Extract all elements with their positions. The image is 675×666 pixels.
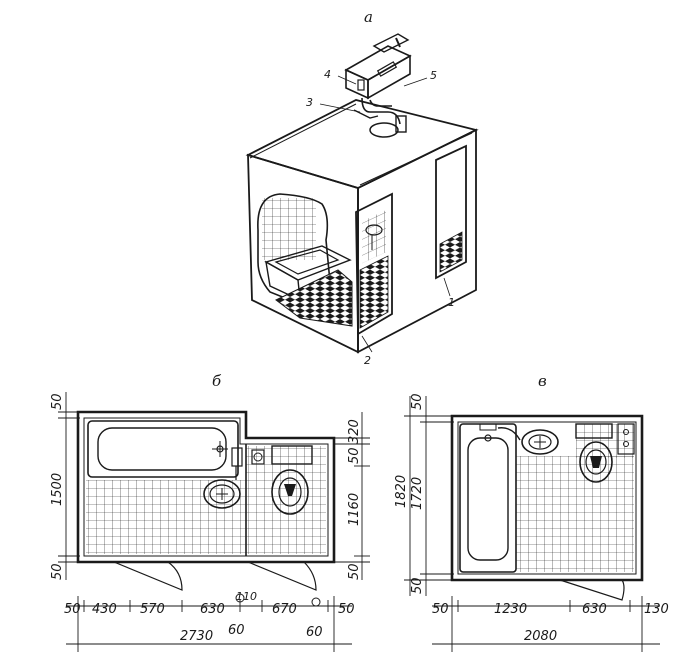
roof-ventilation-unit <box>344 33 412 100</box>
dim-b-small-1: 60 <box>228 623 245 638</box>
dim-v-left-inner-1: 50 <box>410 393 425 410</box>
dim-b-bottom-6: 670 <box>272 602 297 617</box>
dim-v-bottom-3: 630 <box>582 602 607 617</box>
plan-v-washbasin <box>497 427 559 455</box>
plan-b-toilet <box>251 445 313 515</box>
dim-b-left-3: 50 <box>50 563 65 580</box>
dim-b-right-1: 320 <box>347 419 362 444</box>
door-opening-1 <box>435 144 467 280</box>
plan-v-toilet <box>575 423 635 483</box>
plan-v-outline <box>450 414 644 582</box>
panel-b-floor-plan: б <box>50 372 370 652</box>
plan-b-dimensions: 50 430 570 630 110 670 50 60 60 2730 50 … <box>50 392 370 652</box>
dim-b-left-2: 1500 <box>50 473 65 506</box>
plan-v-bathtub <box>459 423 517 573</box>
plan-b-door-2 <box>247 561 317 591</box>
panel-a-isometric-view: а 4 5 3 <box>245 8 479 367</box>
dim-v-bottom-1: 50 <box>432 602 449 617</box>
dim-v-bottom-2: 1230 <box>494 602 527 617</box>
plan-b-bathtub <box>87 420 239 478</box>
plan-b-tiled-floor <box>86 480 326 554</box>
dim-b-bottom-7: 50 <box>338 602 355 617</box>
dim-b-left-1: 50 <box>50 393 65 410</box>
plan-b-door-1 <box>113 561 183 591</box>
dim-b-total: 2730 <box>180 629 213 644</box>
plan-v-tiled-floor <box>516 456 634 572</box>
dim-v-left-inner-3: 50 <box>410 577 425 594</box>
dim-b-bottom-5: 110 <box>236 590 257 603</box>
callout-4: 4 <box>324 68 331 81</box>
dim-v-total: 2080 <box>524 629 557 644</box>
dim-v-left-outer: 1820 <box>394 475 409 508</box>
callout-5: 5 <box>430 69 437 82</box>
dim-b-bottom-1: 50 <box>64 602 81 617</box>
callout-3: 3 <box>306 96 313 109</box>
plan-b-washbasin <box>203 447 243 509</box>
dim-b-small-2: 60 <box>306 625 323 640</box>
panel-v-label: в <box>538 372 547 390</box>
panel-b-label: б <box>212 372 222 390</box>
dim-b-right-4: 50 <box>347 563 362 580</box>
dim-b-bottom-4: 630 <box>200 602 225 617</box>
plan-v-dimensions: 50 1230 630 130 2080 1820 50 1720 50 <box>394 393 669 652</box>
callout-2: 2 <box>364 354 371 367</box>
dim-b-bottom-3: 570 <box>140 602 165 617</box>
dim-b-bottom-2: 430 <box>92 602 117 617</box>
roof-pipes <box>353 97 407 138</box>
dim-b-right-3: 1160 <box>347 493 362 526</box>
cutaway-bath-opening <box>257 193 331 305</box>
door-opening-2 <box>355 192 393 336</box>
panel-v-floor-plan: в <box>394 372 669 652</box>
plan-v-door <box>559 579 625 601</box>
cabin-roof <box>245 99 479 189</box>
dim-v-bottom-4: 130 <box>644 602 669 617</box>
dim-v-left-inner-2: 1720 <box>410 477 425 510</box>
panel-a-label: а <box>364 8 373 26</box>
dim-b-right-2: 50 <box>347 447 362 464</box>
callout-1: 1 <box>448 296 455 309</box>
